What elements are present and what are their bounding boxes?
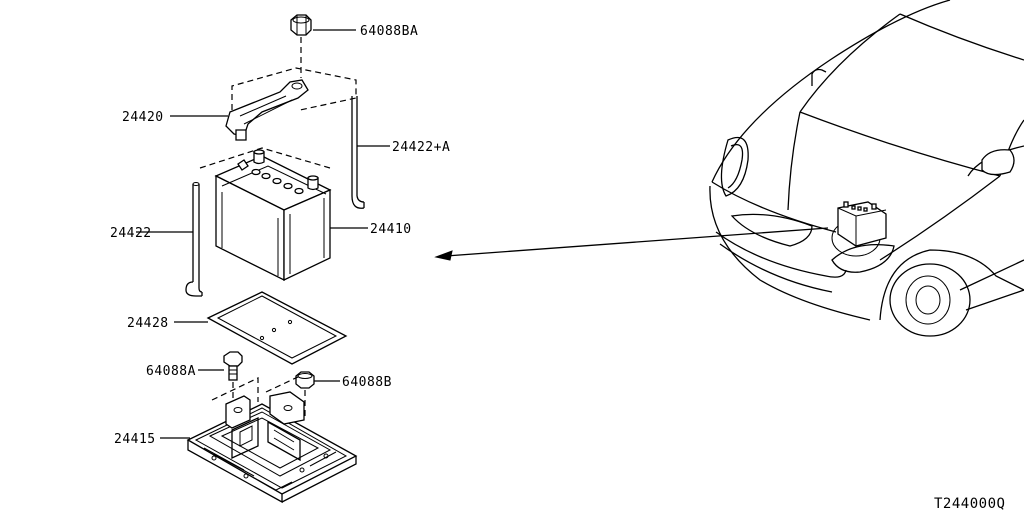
- label-bracket: 24420: [122, 110, 164, 125]
- tray-base-part: [186, 375, 358, 504]
- label-rod-right: 24422+A: [392, 140, 450, 155]
- label-tray-pad: 24428: [127, 316, 169, 331]
- car-front-view: [709, 0, 1024, 337]
- tray-pad-part: [206, 291, 348, 365]
- nut-right-part: [295, 371, 315, 420]
- label-battery: 24410: [370, 222, 412, 237]
- label-nut-top: 64088BA: [360, 24, 418, 39]
- rod-left-part: [185, 182, 203, 297]
- label-rod-left: 24422: [110, 226, 152, 241]
- bracket-part: [225, 67, 357, 141]
- diagram-code: T244000Q: [934, 496, 1005, 512]
- battery-part: [199, 147, 332, 282]
- label-tray-base: 24415: [114, 432, 156, 447]
- rod-right-part: [351, 96, 365, 209]
- location-arrow: [434, 227, 829, 261]
- nut-top-part: [290, 14, 312, 78]
- label-bolt: 64088A: [146, 364, 196, 379]
- label-nut-right: 64088B: [342, 375, 392, 390]
